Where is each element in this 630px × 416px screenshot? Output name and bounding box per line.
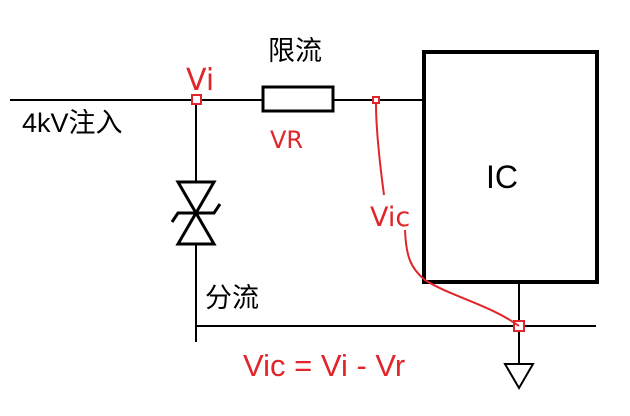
vic-probe-marker [372,96,380,104]
tvs-diode [170,180,222,246]
input-label: 4kV注入 [22,108,123,138]
vr-annotation: VR [270,126,303,154]
vic-annotation: Vic [370,202,410,233]
vi-probe-marker [191,94,202,105]
ic-box [422,50,599,284]
limit-label: 限流 [268,36,322,66]
shunt-label: 分流 [205,283,259,313]
equation-annotation: Vic = Vi - Vr [243,348,405,383]
limit-resistor [261,85,335,113]
vi-annotation: Vi [186,63,214,98]
ground-icon [503,363,535,390]
vic-measure-path [375,103,520,327]
ic-label: IC [486,159,518,195]
